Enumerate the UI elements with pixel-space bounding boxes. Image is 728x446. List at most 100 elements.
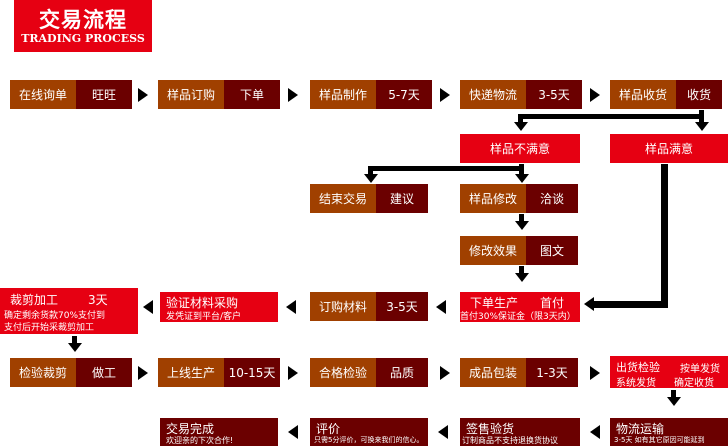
step-order-production-detail: 首付: [540, 296, 565, 310]
arrow-right-icon: [138, 366, 148, 380]
step-order-material-detail: 3-5天: [376, 292, 428, 321]
arrow-left-icon: [584, 297, 594, 311]
arrow-left-icon: [288, 425, 298, 439]
step-modify-result: 修改效果 图文: [460, 236, 578, 265]
step-cutting-detail: 3天: [88, 293, 108, 307]
step-cutting-note-2: 支付后开始采裁剪加工: [4, 323, 95, 333]
arrow-left-icon: [590, 425, 600, 439]
arrow-down-icon: [515, 221, 529, 230]
arrow-down-icon: [515, 273, 529, 282]
step-logistics: 物流运输 3-5天 如有其它原因可能延到: [610, 418, 728, 446]
step-inquiry: 在线询单 旺旺: [10, 80, 132, 109]
step-cutting-note: 确定剩余货款70%支付到: [4, 311, 106, 321]
step-order-production-note: 首付30%保证金（限3天内）: [460, 312, 576, 322]
title-chinese: 交易流程: [39, 8, 127, 32]
step-shipment-check-detail: 按单发货: [680, 364, 720, 375]
step-production-line-label: 上线生产: [158, 358, 224, 387]
arrow-right-icon: [590, 366, 600, 380]
step-cutting-label: 裁剪加工: [10, 293, 59, 307]
step-packaging-detail: 1-3天: [526, 358, 578, 387]
connector-line: [518, 114, 523, 124]
step-inspect-goods-note: 订制商品不支持退换货协议: [462, 436, 558, 445]
title-banner: 交易流程 TRADING PROCESS: [14, 0, 152, 52]
arrow-right-icon: [288, 366, 298, 380]
connector-line: [518, 114, 704, 119]
step-express-detail: 3-5天: [526, 80, 582, 109]
step-inspect-goods-label: 签售验货: [466, 422, 515, 436]
connector-line: [72, 336, 77, 344]
step-end-trade-label: 结束交易: [310, 184, 376, 213]
connector-line: [671, 390, 676, 398]
step-order-production: 下单生产 首付 首付30%保证金（限3天内）: [460, 292, 580, 322]
step-sample-receipt: 样品收货 收货: [610, 80, 722, 109]
step-order-material: 订购材料 3-5天: [310, 292, 428, 321]
arrow-right-icon: [138, 88, 148, 102]
arrow-down-icon: [364, 174, 378, 183]
step-sample-order-detail: 下单: [224, 80, 280, 109]
step-inspect-cutting-label: 检验裁剪: [10, 358, 76, 387]
arrow-down-icon: [667, 397, 681, 406]
step-inspect-cutting-detail: 做工: [76, 358, 132, 387]
step-quality-check-detail: 品质: [376, 358, 428, 387]
step-logistics-label: 物流运输: [616, 422, 665, 436]
step-inquiry-detail: 旺旺: [76, 80, 132, 109]
arrow-left-icon: [436, 300, 446, 314]
step-trade-complete-note: 欢迎亲的下次合作!: [166, 436, 234, 445]
arrow-left-icon: [438, 425, 448, 439]
step-sample-making-label: 样品制作: [310, 80, 376, 109]
step-sample-modify-detail: 洽谈: [526, 184, 578, 213]
arrow-left-icon: [286, 300, 296, 314]
step-sample-receipt-label: 样品收货: [610, 80, 676, 109]
step-inspect-cutting: 检验裁剪 做工: [10, 358, 132, 387]
step-cutting: 裁剪加工 3天 确定剩余货款70%支付到 支付后开始采裁剪加工: [0, 288, 138, 334]
step-review-label: 评价: [316, 422, 341, 436]
step-inquiry-label: 在线询单: [10, 80, 76, 109]
step-confirm-receipt: 确定收货: [674, 378, 714, 388]
arrow-right-icon: [440, 366, 450, 380]
step-inspect-goods: 签售验货 订制商品不支持退换货协议: [460, 418, 580, 446]
sample-satisfied: 样品满意: [610, 134, 728, 163]
step-sample-making-detail: 5-7天: [376, 80, 432, 109]
arrow-down-icon: [695, 122, 709, 131]
arrow-right-icon: [590, 88, 600, 102]
sample-unsatisfied: 样品不满意: [460, 134, 580, 163]
step-sample-modify-label: 样品修改: [460, 184, 526, 213]
step-review-note: 只需5分评价，可换来我们的信心。: [314, 436, 424, 444]
step-verify-material-note: 发凭证到平台/客户: [166, 312, 242, 322]
step-system-ship: 系统发货: [616, 378, 656, 388]
connector-line: [368, 166, 524, 171]
step-verify-material-label: 验证材料采购: [166, 296, 239, 310]
connector-line: [699, 110, 704, 124]
connector-line: [519, 164, 524, 175]
step-end-trade: 结束交易 建议: [310, 184, 428, 213]
step-review: 评价 只需5分评价，可换来我们的信心。: [310, 418, 428, 446]
step-verify-material: 验证材料采购 发凭证到平台/客户: [160, 292, 278, 322]
step-shipment-check-label: 出货检验: [616, 361, 660, 374]
step-quality-check: 合格检验 品质: [310, 358, 428, 387]
step-production-line: 上线生产 10-15天: [158, 358, 280, 387]
step-quality-check-label: 合格检验: [310, 358, 376, 387]
step-sample-making: 样品制作 5-7天: [310, 80, 432, 109]
connector-line: [661, 164, 668, 308]
step-sample-receipt-detail: 收货: [676, 80, 722, 109]
step-logistics-note: 3-5天 如有其它原因可能延到: [614, 436, 705, 444]
step-packaging: 成品包装 1-3天: [460, 358, 578, 387]
step-shipment-check: 出货检验 按单发货 系统发货 确定收货: [610, 356, 728, 388]
step-express-label: 快递物流: [460, 80, 526, 109]
arrow-down-icon: [515, 174, 529, 183]
arrow-down-icon: [68, 343, 82, 352]
arrow-down-icon: [514, 122, 528, 131]
step-order-material-label: 订购材料: [310, 292, 376, 321]
step-express: 快递物流 3-5天: [460, 80, 582, 109]
arrow-right-icon: [288, 88, 298, 102]
step-sample-order: 样品订购 下单: [158, 80, 280, 109]
connector-line: [519, 214, 524, 222]
title-english: TRADING PROCESS: [21, 32, 145, 45]
step-order-production-label: 下单生产: [470, 296, 519, 310]
step-production-line-detail: 10-15天: [224, 358, 280, 387]
connector-line: [594, 301, 668, 308]
step-sample-modify: 样品修改 洽谈: [460, 184, 578, 213]
arrow-right-icon: [440, 88, 450, 102]
connector-line: [368, 166, 373, 175]
